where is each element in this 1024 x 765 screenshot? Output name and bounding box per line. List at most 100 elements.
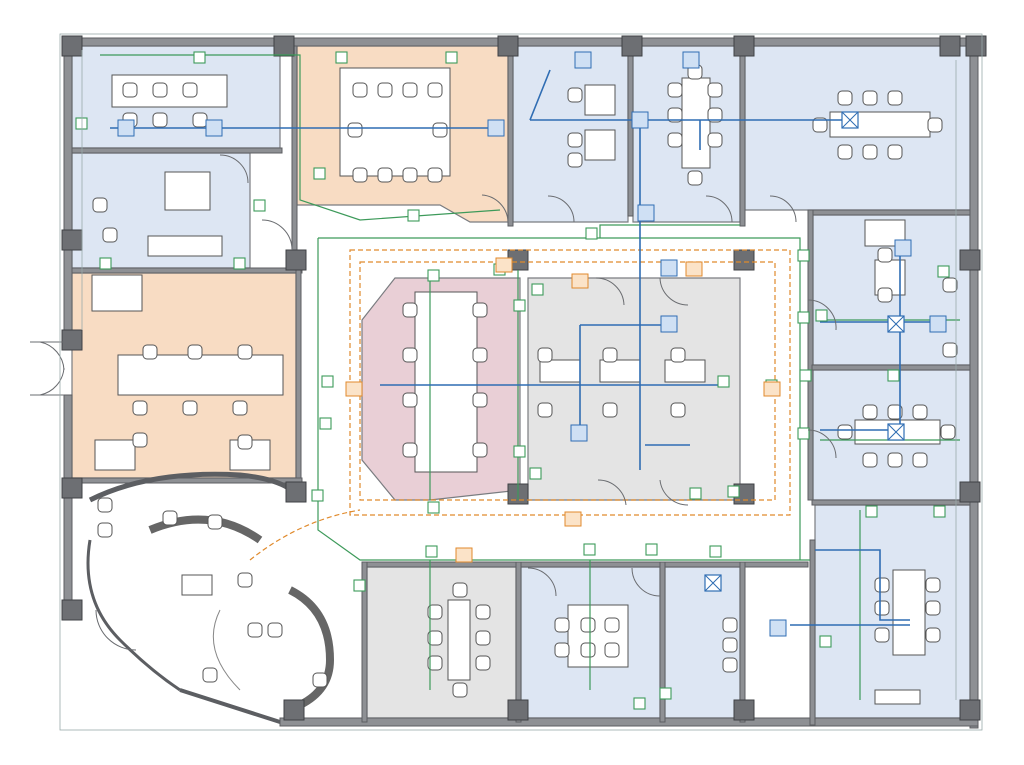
column xyxy=(61,599,83,621)
exhaust-fan xyxy=(495,257,513,273)
air-grille xyxy=(570,424,588,442)
column xyxy=(733,699,755,721)
air-grille xyxy=(574,51,592,69)
chair xyxy=(132,432,148,448)
column xyxy=(959,249,981,271)
chair xyxy=(472,347,488,363)
desk xyxy=(229,439,271,471)
chair xyxy=(887,144,903,160)
air-grille xyxy=(929,315,947,333)
chair xyxy=(877,287,893,303)
exhaust-fan xyxy=(564,511,582,527)
chair xyxy=(207,514,223,530)
chair xyxy=(862,404,878,420)
chair xyxy=(132,400,148,416)
chair xyxy=(475,630,491,646)
desk xyxy=(91,274,143,312)
chair xyxy=(874,627,890,643)
chair xyxy=(707,107,723,123)
chair xyxy=(670,347,686,363)
chair xyxy=(182,82,198,98)
chair xyxy=(402,347,418,363)
sensor xyxy=(531,283,544,296)
sensor xyxy=(727,485,740,498)
chair xyxy=(554,617,570,633)
chair xyxy=(874,600,890,616)
chair xyxy=(940,424,956,440)
chair xyxy=(352,82,368,98)
desk xyxy=(181,574,213,596)
chair xyxy=(602,402,618,418)
chair xyxy=(102,227,118,243)
column xyxy=(497,35,519,57)
sensor xyxy=(799,369,812,382)
chair xyxy=(472,392,488,408)
sensor xyxy=(585,227,598,240)
chair xyxy=(402,167,418,183)
chair xyxy=(862,144,878,160)
chair xyxy=(142,344,158,360)
sensor xyxy=(645,543,658,556)
chair xyxy=(377,167,393,183)
chair xyxy=(347,122,363,138)
chair xyxy=(862,452,878,468)
sensor xyxy=(633,697,646,710)
desk xyxy=(567,604,629,668)
air-grille xyxy=(631,111,649,129)
chair xyxy=(874,577,890,593)
exhaust-fan xyxy=(345,381,363,397)
chair xyxy=(925,577,941,593)
chair xyxy=(537,347,553,363)
air-grille xyxy=(682,51,700,69)
chair xyxy=(472,302,488,318)
desk xyxy=(599,359,641,383)
chair xyxy=(352,167,368,183)
sensor xyxy=(819,635,832,648)
chair xyxy=(475,604,491,620)
chair xyxy=(452,582,468,598)
sensor xyxy=(797,427,810,440)
chair xyxy=(887,452,903,468)
room-open-central xyxy=(527,277,741,501)
chair xyxy=(670,402,686,418)
column xyxy=(283,699,305,721)
chair xyxy=(567,152,583,168)
chair xyxy=(402,442,418,458)
chair xyxy=(427,167,443,183)
doors xyxy=(30,154,837,651)
air-grille xyxy=(660,259,678,277)
chair xyxy=(92,197,108,213)
chair xyxy=(887,90,903,106)
sensor xyxy=(193,51,206,64)
sensor xyxy=(99,257,112,270)
chair xyxy=(402,302,418,318)
sensor xyxy=(717,375,730,388)
chair xyxy=(925,600,941,616)
sensor xyxy=(427,269,440,282)
diffuser-cross xyxy=(887,315,905,333)
desk xyxy=(414,291,478,473)
chair xyxy=(580,617,596,633)
chair xyxy=(122,82,138,98)
chair xyxy=(942,277,958,293)
column xyxy=(61,477,83,499)
desk xyxy=(164,171,211,211)
desk xyxy=(94,439,136,471)
chair xyxy=(837,144,853,160)
desk xyxy=(147,235,223,257)
chair xyxy=(472,442,488,458)
chair xyxy=(667,107,683,123)
chair xyxy=(152,112,168,128)
sensor xyxy=(253,199,266,212)
desk xyxy=(681,77,711,169)
column xyxy=(285,249,307,271)
desk xyxy=(664,359,706,383)
sensor xyxy=(313,167,326,180)
column xyxy=(621,35,643,57)
column xyxy=(959,699,981,721)
column xyxy=(507,699,529,721)
sensor xyxy=(933,505,946,518)
chair xyxy=(452,682,468,698)
desk xyxy=(117,354,284,396)
